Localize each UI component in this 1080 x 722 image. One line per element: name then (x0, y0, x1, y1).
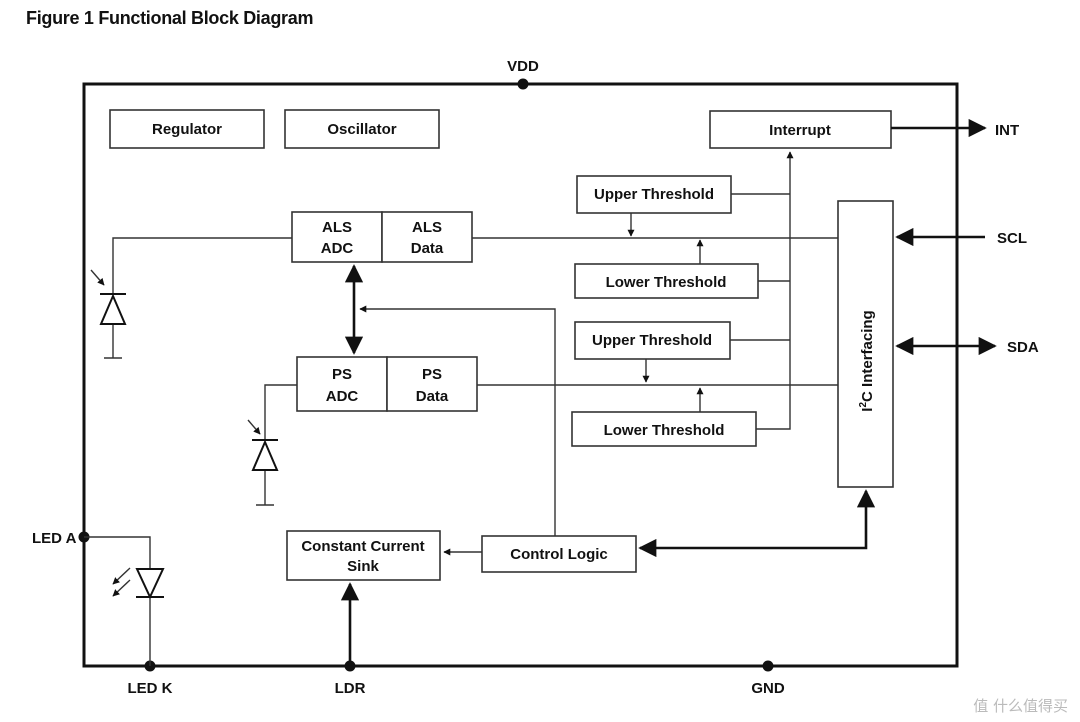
als-lower-threshold-block: Lower Threshold (574, 263, 759, 299)
figure-title: Figure 1 Functional Block Diagram (26, 8, 314, 28)
als-upper-threshold-label: Upper Threshold (594, 186, 714, 203)
als-adc-label-line1: ALS (322, 219, 352, 236)
constant-current-sink-block: Constant Current Sink (286, 530, 441, 581)
control-logic-block: Control Logic (481, 535, 637, 573)
bus-lines (340, 118, 997, 666)
led-a-label: LED A (32, 530, 77, 547)
int-label: INT (995, 122, 1019, 139)
i2c-interfacing-label: I2C Interfacing (858, 310, 876, 411)
ps-data-block: PS Data (386, 356, 478, 412)
ps-adc-block: PS ADC (296, 356, 388, 412)
oscillator-block: Oscillator (284, 109, 440, 149)
ps-adc-label-line2: ADC (326, 388, 359, 405)
led-emitter-icon (112, 567, 165, 600)
ps-adc-label-line1: PS (332, 366, 352, 383)
als-adc-block: ALS ADC (291, 211, 383, 263)
als-adc-label-line2: ADC (321, 240, 354, 257)
als-data-block: ALS Data (381, 211, 473, 263)
ps-upper-threshold-label: Upper Threshold (592, 332, 712, 349)
control-logic-label: Control Logic (510, 546, 608, 563)
scl-label: SCL (997, 230, 1027, 247)
ps-lower-threshold-block: Lower Threshold (571, 411, 757, 447)
als-lower-threshold-label: Lower Threshold (606, 274, 727, 291)
led-k-label: LED K (128, 680, 173, 697)
interrupt-label: Interrupt (769, 122, 831, 139)
constant-current-label-line1: Constant Current (301, 538, 424, 555)
als-upper-threshold-block: Upper Threshold (576, 175, 732, 214)
interrupt-block: Interrupt (709, 110, 892, 149)
regulator-block: Regulator (109, 109, 265, 149)
gnd-label: GND (751, 680, 785, 697)
vdd-label: VDD (507, 58, 539, 75)
constant-current-label-line2: Sink (347, 558, 379, 575)
ps-upper-threshold-block: Upper Threshold (574, 321, 731, 360)
sda-label: SDA (1007, 339, 1039, 356)
regulator-label: Regulator (152, 121, 222, 138)
ps-lower-threshold-label: Lower Threshold (604, 422, 725, 439)
vdd-pin-dot (517, 78, 529, 90)
als-data-label-line2: Data (411, 240, 444, 257)
oscillator-label: Oscillator (327, 121, 396, 138)
als-photodiode-icon (90, 269, 127, 325)
watermark-text: 值 什么值得买 (973, 697, 1068, 715)
ps-photodiode-icon (247, 419, 279, 471)
wiring (84, 151, 838, 666)
ps-data-label-line1: PS (422, 366, 442, 383)
ps-data-label-line2: Data (416, 388, 449, 405)
als-data-label-line1: ALS (412, 219, 442, 236)
i2c-interfacing-block: I2C Interfacing (837, 200, 894, 488)
chip-outline (82, 82, 959, 668)
ldr-label: LDR (335, 680, 366, 697)
gnd-pin-dot (762, 660, 774, 672)
